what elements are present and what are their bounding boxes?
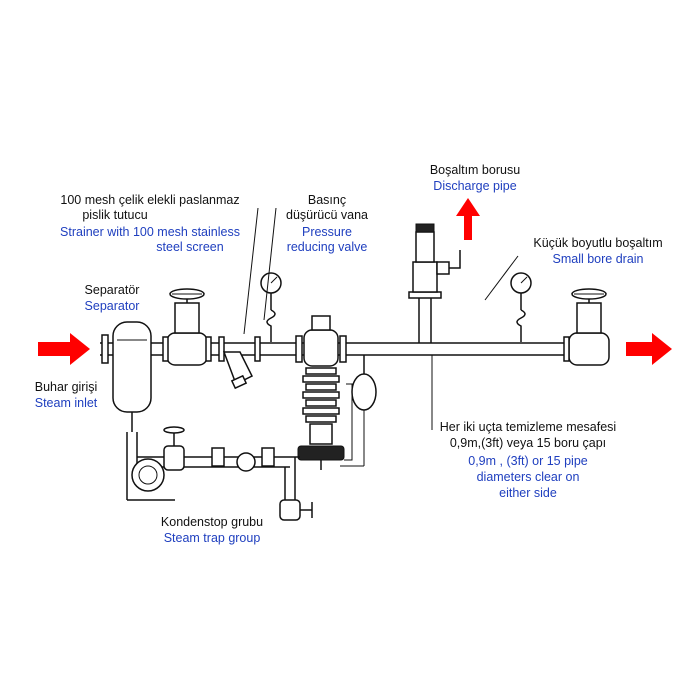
prv-label-tr-1: Basınç xyxy=(307,193,347,207)
steam-trap-group-label-tr: Kondenstop grubu xyxy=(160,515,264,529)
steam-trap-group-label-en: Steam trap group xyxy=(163,531,261,545)
strainer-label-en-2: steel screen xyxy=(156,240,224,254)
strainer-label-en-1: Strainer with 100 mesh stainless xyxy=(60,225,240,239)
inlet-flange xyxy=(101,334,109,364)
steam-inlet-label-tr: Buhar girişi xyxy=(34,380,98,394)
strainer-label-tr-2: pislik tutucu xyxy=(82,208,148,222)
prv-label-en-1: Pressure xyxy=(301,225,353,239)
pilot-control-tank xyxy=(340,355,377,467)
clearance-label-tr-2: 0,9m,(3ft) veya 15 boru çapı xyxy=(449,436,607,450)
leader-lines xyxy=(243,207,519,430)
inlet-pressure-gauge xyxy=(260,272,282,342)
separator-label-en: Separator xyxy=(84,299,140,313)
clearance-label-en-3: either side xyxy=(499,486,557,500)
inlet-isolation-valve xyxy=(162,288,212,366)
clearance-label-en-2: diameters clear on xyxy=(476,470,580,484)
prv-label-en-2: reducing valve xyxy=(286,240,368,254)
small-bore-drain-label-tr: Küçük boyutlu boşaltım xyxy=(533,236,663,250)
strainer-label-tr-1: 100 mesh çelik elekli paslanmaz xyxy=(60,193,240,207)
discharge-pipe-label-en: Discharge pipe xyxy=(433,179,517,193)
outlet-pressure-gauge xyxy=(510,272,532,342)
separator-vessel xyxy=(112,321,152,432)
discharge-pipe-label-tr: Boşaltım borusu xyxy=(429,163,521,177)
safety-relief-valve xyxy=(408,223,461,343)
discharge-pipe-arrow xyxy=(456,198,480,240)
prv-label-tr-2: düşürücü vana xyxy=(285,208,369,222)
outlet-isolation-valve xyxy=(563,288,610,366)
steam-trap-group xyxy=(126,426,313,521)
clearance-label-en-1: 0,9m , (3ft) or 15 pipe xyxy=(468,454,588,468)
steam-inlet-arrow xyxy=(38,333,90,365)
separator-label-tr: Separatör xyxy=(84,283,140,297)
small-bore-drain-label-en: Small bore drain xyxy=(552,252,644,266)
y-strainer xyxy=(218,336,261,390)
steam-outlet-arrow xyxy=(626,333,672,365)
pressure-reducing-valve xyxy=(295,315,353,470)
clearance-label-tr-1: Her iki uçta temizleme mesafesi xyxy=(439,420,617,434)
steam-inlet-label-en: Steam inlet xyxy=(34,396,98,410)
